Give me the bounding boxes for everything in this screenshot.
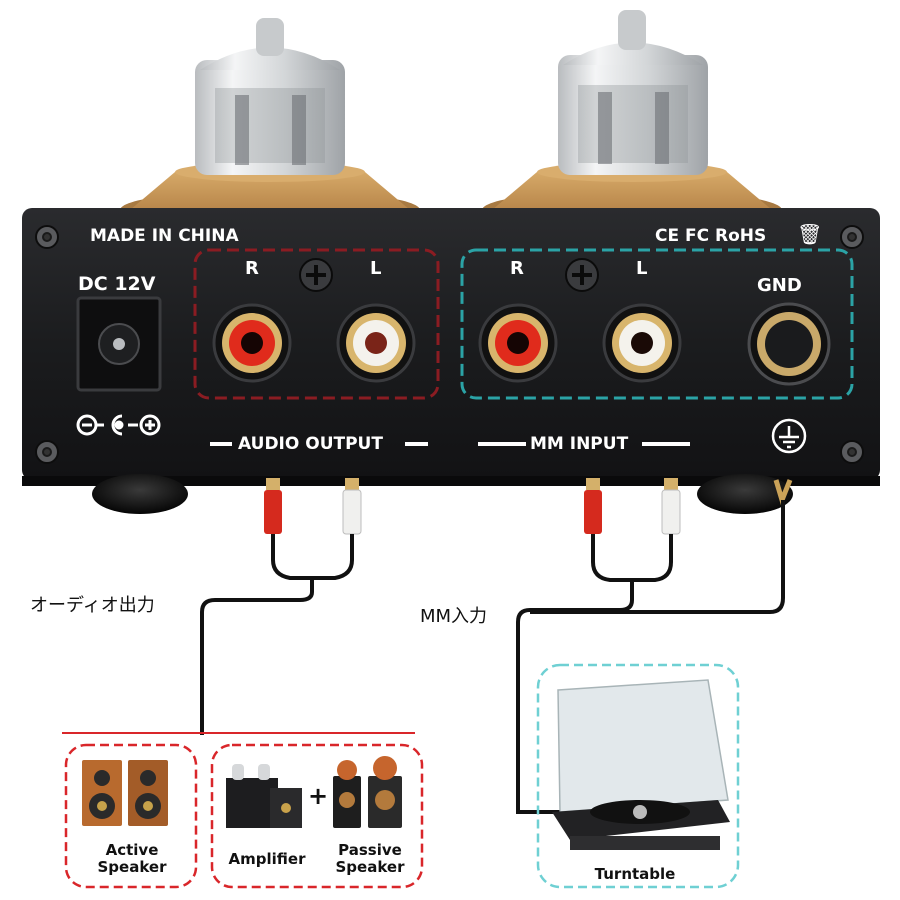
passive-speaker-caption-line2: Speaker <box>322 859 418 876</box>
gnd-label: GND <box>757 275 802 296</box>
center-screw-input <box>566 259 598 291</box>
mm-input-jp-annotation: MM入力 <box>420 602 487 628</box>
amplifier-caption: Amplifier <box>222 851 312 868</box>
weee-bin-icon: 🗑 <box>797 222 822 246</box>
output-r-rca-jack[interactable] <box>214 305 290 381</box>
right-vacuum-tube <box>482 10 782 230</box>
output-rca-plugs <box>264 478 361 534</box>
output-l-rca-jack[interactable] <box>338 305 414 381</box>
plus-sign: + <box>308 788 328 805</box>
turntable-image <box>552 680 730 850</box>
input-r-rca-jack[interactable] <box>480 305 556 381</box>
audio-output-jp-annotation: オーディオ出力 <box>30 591 155 617</box>
active-speaker-image <box>82 760 168 826</box>
output-r-label: R <box>245 258 259 279</box>
rubber-foot-left <box>92 474 188 514</box>
input-rca-plugs <box>584 478 680 534</box>
passive-speaker-caption: Passive Speaker <box>322 842 418 876</box>
input-l-rca-jack[interactable] <box>604 305 680 381</box>
input-l-label: L <box>636 258 647 279</box>
mm-input-label: MM INPUT <box>530 434 628 454</box>
output-cable <box>202 534 352 735</box>
passive-speaker-caption-line1: Passive <box>322 842 418 859</box>
gnd-terminal[interactable] <box>749 304 829 384</box>
active-speaker-caption-line2: Speaker <box>80 859 184 876</box>
certification-marks: CE FC RoHS <box>655 226 766 246</box>
amplifier-image <box>226 764 302 828</box>
active-speaker-caption: Active Speaker <box>80 842 184 876</box>
dc-voltage-label: DC 12V <box>78 273 155 295</box>
center-screw-output <box>300 259 332 291</box>
active-speaker-caption-line1: Active <box>80 842 184 859</box>
made-in-label: MADE IN CHINA <box>90 226 239 246</box>
output-l-label: L <box>370 258 381 279</box>
left-vacuum-tube <box>120 18 420 230</box>
turntable-caption: Turntable <box>560 866 710 883</box>
audio-output-label: AUDIO OUTPUT <box>238 434 383 454</box>
passive-speaker-image <box>333 756 402 828</box>
dc-power-jack[interactable] <box>78 298 160 390</box>
input-r-label: R <box>510 258 524 279</box>
